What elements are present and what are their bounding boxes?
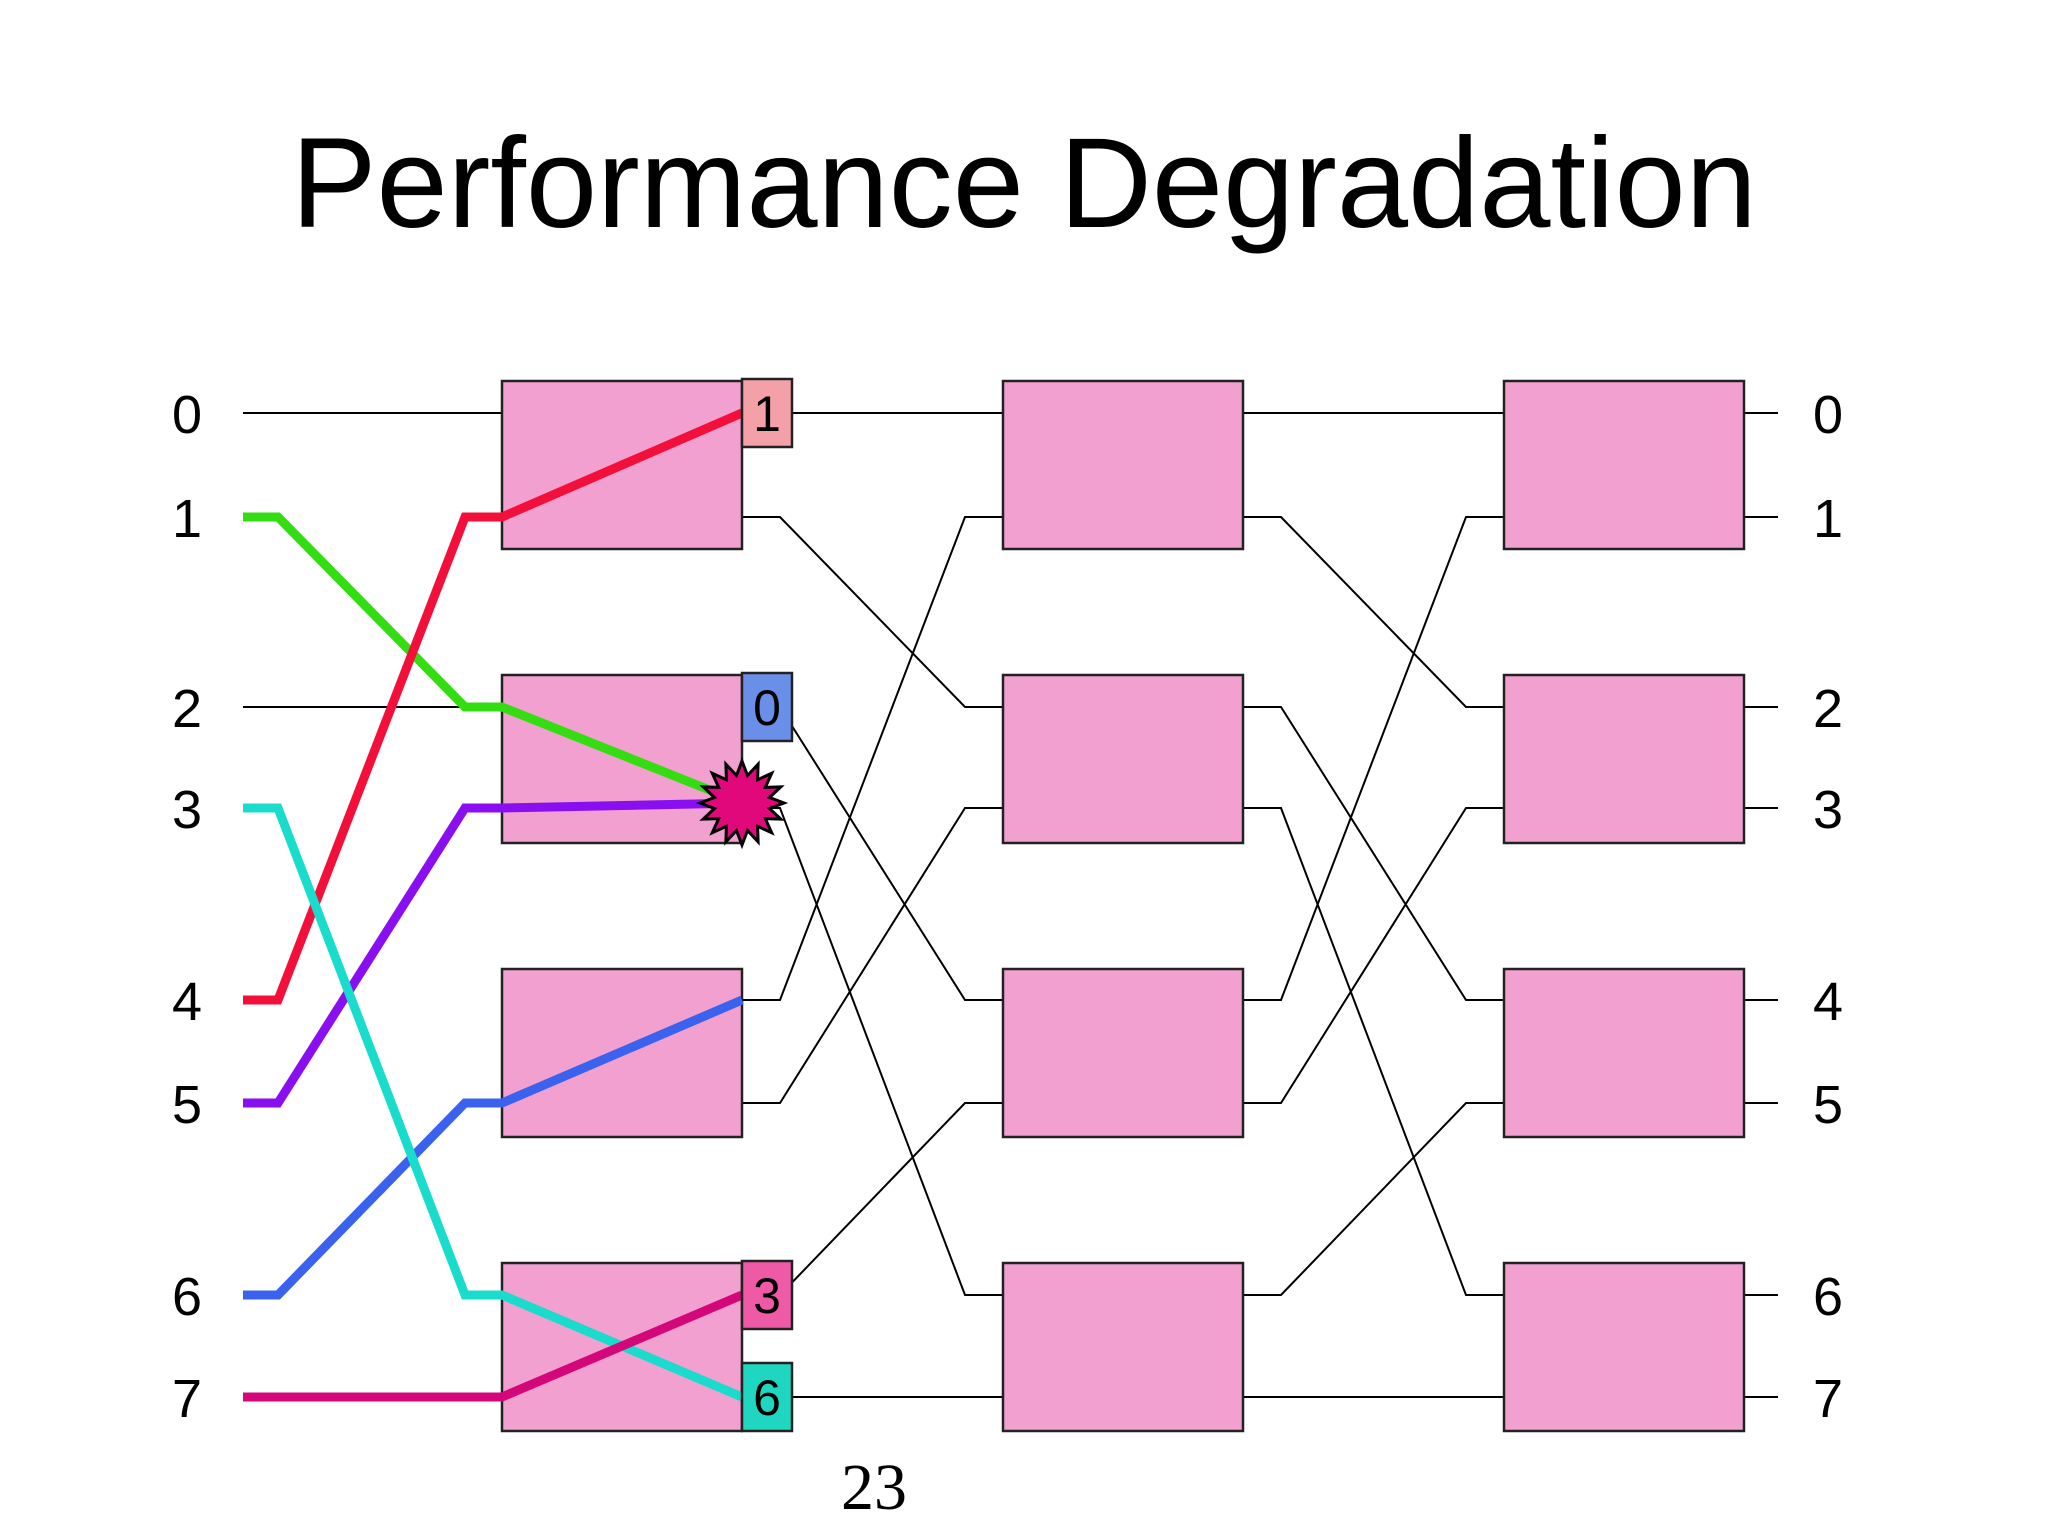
port-labels: 0 1 2 3 4 5 6 7 0 1 2 3 4 5 6 7 [172,385,1843,1429]
output-port-label: 7 [1813,1369,1843,1429]
output-tag [740,1259,794,1331]
output-port-label: 5 [1813,1075,1843,1135]
collision-icon [695,756,789,850]
output-tag-label: 3 [753,1268,781,1324]
switch-box [1001,1261,1245,1433]
network-wires [243,412,1778,1398]
output-tag-label: 0 [753,680,781,736]
output-tag [740,377,794,449]
switch-box [1001,379,1245,551]
page-number: 23 [841,1451,907,1524]
input-port-label: 4 [172,972,202,1032]
stage-wire [742,807,1003,1104]
switch-box [1502,673,1746,845]
collision-starburst [695,756,789,850]
highlighted-paths [243,408,744,1402]
output-tag-label: 6 [753,1370,781,1426]
switch-box [1502,967,1746,1139]
stage-wire [1243,1102,1504,1296]
stage-wire [1243,706,1504,1001]
output-tag [740,671,794,743]
switch-boxes [500,379,1746,1433]
switch-box [1502,1261,1746,1433]
highlighted-path [243,512,744,808]
stage-wire [1243,516,1504,708]
output-port-label: 1 [1813,489,1843,549]
output-tag [740,1361,794,1433]
switch-box [1001,673,1245,845]
highlighted-path [243,803,744,1402]
output-tag-label: 1 [753,386,781,442]
highlighted-path [243,1290,744,1402]
stage-wire [1243,516,1504,1001]
input-port-label: 3 [172,780,202,840]
highlighted-path [243,798,743,1108]
input-port-label: 7 [172,1369,202,1429]
highlighted-path [243,408,744,1005]
input-port-label: 6 [172,1267,202,1327]
switch-box [1001,967,1245,1139]
output-port-label: 6 [1813,1267,1843,1327]
stage-wire [1243,807,1504,1296]
output-port-label: 0 [1813,385,1843,445]
slide-title: Performance Degradation [291,112,1757,255]
highlighted-path [243,995,744,1300]
stage-wire [742,807,1003,1296]
output-tags: 1 0 3 6 [740,377,794,1433]
output-port-label: 3 [1813,780,1843,840]
input-port-label: 0 [172,385,202,445]
stage-wire [742,516,1003,708]
input-port-label: 2 [172,679,202,739]
input-port-label: 5 [172,1075,202,1135]
input-port-label: 1 [172,489,202,549]
stage-wire [1243,807,1504,1104]
output-port-label: 2 [1813,679,1843,739]
stage-wire [742,516,1003,1001]
output-port-label: 4 [1813,972,1843,1032]
switch-box [1502,379,1746,551]
